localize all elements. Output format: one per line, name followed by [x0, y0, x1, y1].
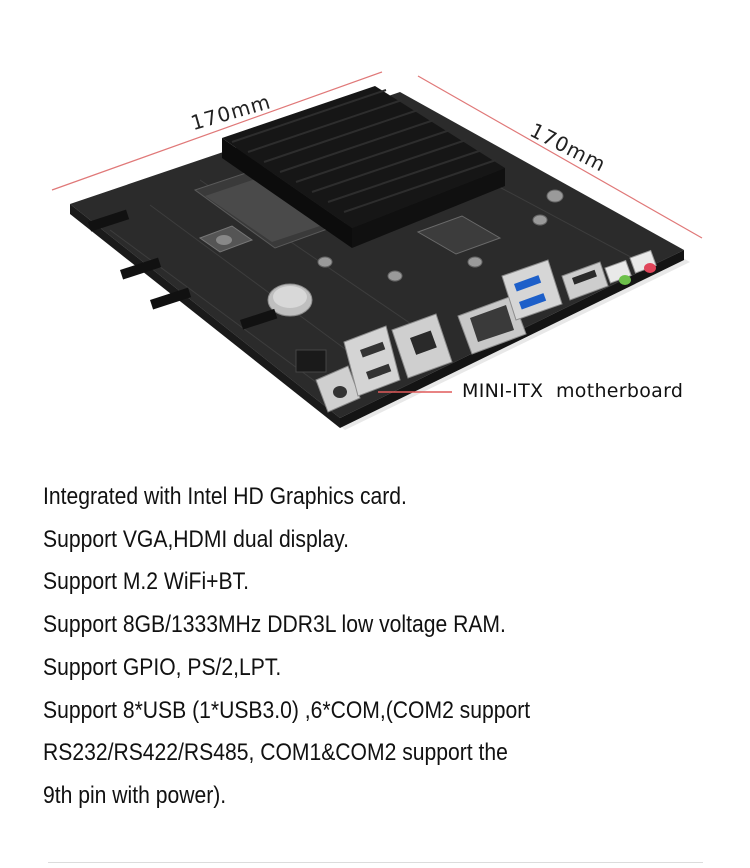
- feature-item: Support M.2 WiFi+BT.: [43, 568, 249, 596]
- feature-item: Support VGA,HDMI dual display.: [43, 525, 349, 553]
- power-connector: [295, 349, 327, 373]
- motherboard-image: [51, 71, 703, 430]
- usb3-ports: [501, 259, 563, 321]
- feature-item: Support 8*USB (1*USB3.0) ,6*COM,(COM2 su…: [43, 696, 531, 724]
- feature-list: Integrated with Intel HD Graphics card. …: [43, 476, 703, 818]
- product-figure: 170mm 170mm MINI-ITX motherboard: [51, 71, 703, 430]
- board-type-label: MINI-ITX motherboard: [462, 380, 684, 402]
- feature-item: RS232/RS422/RS485, COM1&COM2 support the: [43, 739, 508, 767]
- dimension-line-width: [51, 71, 383, 191]
- feature-item: 9th pin with power).: [43, 781, 227, 809]
- feature-item: Support 8GB/1333MHz DDR3L low voltage RA…: [43, 611, 506, 639]
- audio-jack-red: [644, 263, 656, 273]
- bottom-divider: [48, 862, 703, 863]
- pcb-board: [70, 92, 684, 418]
- dimension-line-depth: [417, 75, 703, 239]
- m2-slot: [416, 215, 502, 255]
- hdmi-port: [561, 261, 609, 301]
- feature-item: Integrated with Intel HD Graphics card.: [43, 483, 407, 510]
- audio-jack-green: [619, 275, 631, 285]
- feature-item: Support GPIO, PS/2,LPT.: [43, 653, 282, 681]
- usb2-ports: [343, 325, 401, 397]
